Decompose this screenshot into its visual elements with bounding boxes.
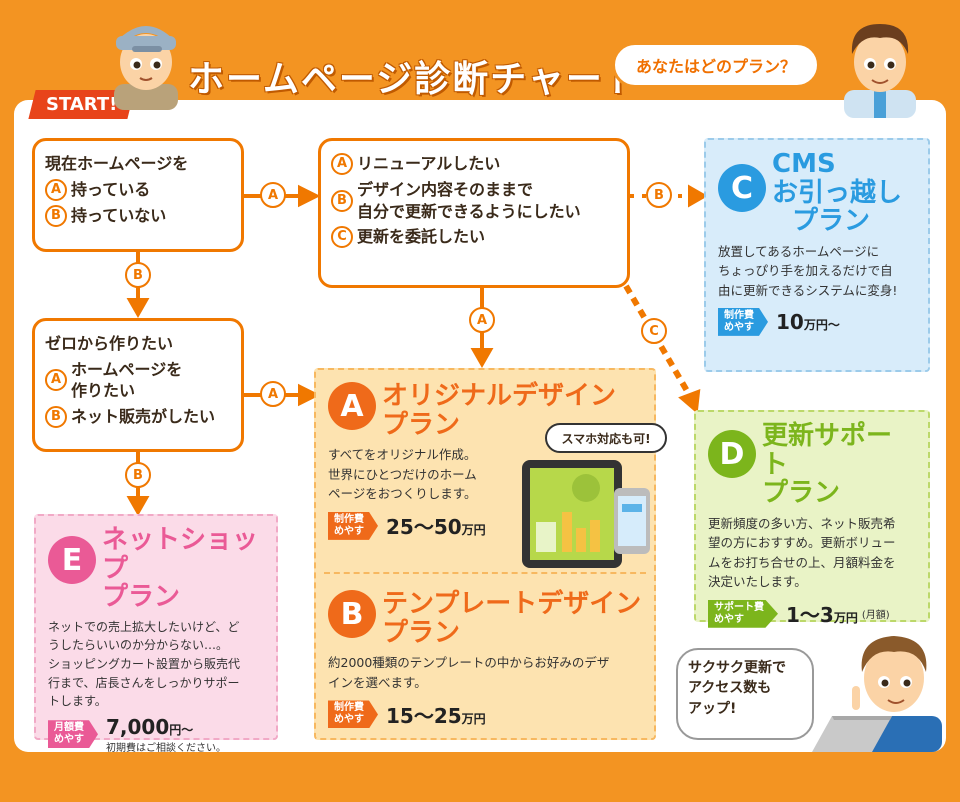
man-character-illustration (844, 24, 916, 118)
plan-d-price: サポート費 めやす 1～3万円 (月額) (708, 599, 916, 628)
arrow-label-q2-b: B (646, 182, 672, 208)
plan-e-price-tag: 月額費 めやす (48, 720, 98, 749)
bottom-speech-bubble: サクサク更新で アクセス数も アップ! (676, 648, 814, 740)
question-3-option-a: A ホームページを 作りたい (45, 359, 231, 402)
plan-a-price-tag: 制作費 めやす (328, 511, 378, 540)
arrow-label-q2-a: A (469, 307, 495, 333)
option-a-marker: A (331, 153, 353, 175)
plan-a: A オリジナルデザイン プラン すべてをオリジナル作成。 世界にひとつだけのホー… (316, 372, 656, 568)
plan-c: C CMS お引っ越し プラン 放置してあるホームページに ちょっぴり手を加える… (704, 138, 930, 372)
laptop-man-illustration (812, 636, 942, 752)
plan-d-price-tag: サポート費 めやす (708, 599, 778, 628)
smartphone-callout: スマホ対応も可! (545, 423, 667, 453)
plan-a-badge: A (328, 382, 376, 430)
option-b-marker: B (331, 189, 353, 212)
plan-c-title-2: お引っ越し (772, 177, 903, 208)
arrow-label-q1-b: B (125, 262, 151, 288)
plan-d-badge: D (708, 430, 756, 478)
arrow-label-q2-c: C (641, 318, 667, 344)
plan-c-title: CMS (772, 149, 836, 179)
plan-c-price: 制作費 めやす 10万円～ (718, 307, 916, 336)
plan-e-title: ネットショップ (102, 525, 259, 584)
plan-c-description: 放置してあるホームページに ちょっぴり手を加えるだけで自 由に更新できるシステム… (718, 243, 898, 298)
plan-ab-divider (324, 572, 646, 574)
plan-b-description: 約2000種類のテンプレートの中からお好みのデザ インを選べます。 (328, 655, 610, 690)
plan-a-description: すべてをオリジナル作成。 世界にひとつだけのホーム ページをおつくりします。 (328, 447, 477, 501)
plan-c-title-3: プラン (792, 206, 871, 237)
plan-d-description: 更新頻度の多い方、ネット販売希 望の方におすすめ。更新ボリュー ムをお打ち合せの… (708, 515, 896, 589)
worker-character-illustration (114, 26, 178, 110)
plan-b-price-tag: 制作費 めやす (328, 700, 378, 729)
plan-a-title: オリジナルデザイン (382, 381, 617, 411)
plan-d-title: 更新サポート (762, 421, 893, 480)
plan-a-price: 制作費 めやす 25～50万円 (328, 511, 644, 540)
question-2-option-b: B デザイン内容そのままで 自分で更新できるようにしたい (331, 179, 617, 222)
question-2-option-c: C 更新を委託したい (331, 226, 617, 249)
plan-e: E ネットショップ プラン ネットでの売上拡大したいけど、ど うしたらいいのか分… (34, 514, 278, 754)
plan-c-price-tag: 制作費 めやす (718, 307, 768, 336)
question-3-text: ゼロから作りたい (45, 334, 174, 353)
arrow-label-q3-b: B (125, 462, 151, 488)
question-2-box: A リニューアルしたい B デザイン内容そのままで 自分で更新できるようにしたい… (318, 138, 630, 288)
question-1-text: 現在ホームページを (45, 154, 189, 173)
plan-e-badge: E (48, 536, 96, 584)
plan-b-price: 制作費 めやす 15～25万円 (328, 700, 644, 729)
question-1-box: 現在ホームページを A 持っている B 持っていない (32, 138, 244, 252)
header-speech-bubble: あなたはどのプラン？ (612, 42, 820, 88)
plan-d-price-note: (月額) (861, 610, 890, 622)
plan-b-title-2: プラン (382, 617, 461, 648)
plan-b: B テンプレートデザイン プラン 約2000種類のテンプレートの中からお好みのデ… (316, 580, 656, 740)
option-a-marker: A (45, 369, 67, 392)
question-3-option-b: B ネット販売がしたい (45, 405, 231, 428)
option-b-marker: B (45, 204, 67, 227)
page-title: ホームページ診断チャート (188, 59, 642, 100)
plan-a-title-2: プラン (382, 409, 461, 440)
plan-c-badge: C (718, 164, 766, 212)
question-3-box: ゼロから作りたい A ホームページを 作りたい B ネット販売がしたい (32, 318, 244, 452)
arrow-label-q1-a: A (260, 182, 286, 208)
plan-b-badge: B (328, 590, 376, 638)
tablet-smartphone-illustration (522, 460, 650, 568)
question-1-option-a: A 持っている (45, 178, 231, 201)
option-c-marker: C (331, 226, 353, 249)
plan-d-title-2: プラン (762, 478, 841, 509)
plan-b-title: テンプレートデザイン (382, 589, 642, 619)
arrow-label-q3-a: A (260, 381, 286, 407)
option-a-marker: A (45, 178, 67, 201)
plan-e-price: 月額費 めやす 7,000円～ 初期費はご相談ください。 (48, 715, 264, 754)
plan-d: D 更新サポート プラン 更新頻度の多い方、ネット販売希 望の方におすすめ。更新… (694, 410, 930, 628)
plan-e-price-note: 初期費はご相談ください。 (106, 742, 226, 754)
plan-e-description: ネットでの売上拡大したいけど、ど うしたらいいのか分からない…。 ショッピングカ… (48, 619, 241, 709)
question-2-option-a: A リニューアルしたい (331, 153, 617, 175)
plan-e-title-2: プラン (102, 582, 181, 613)
option-b-marker: B (45, 405, 67, 428)
question-1-option-b: B 持っていない (45, 204, 231, 227)
